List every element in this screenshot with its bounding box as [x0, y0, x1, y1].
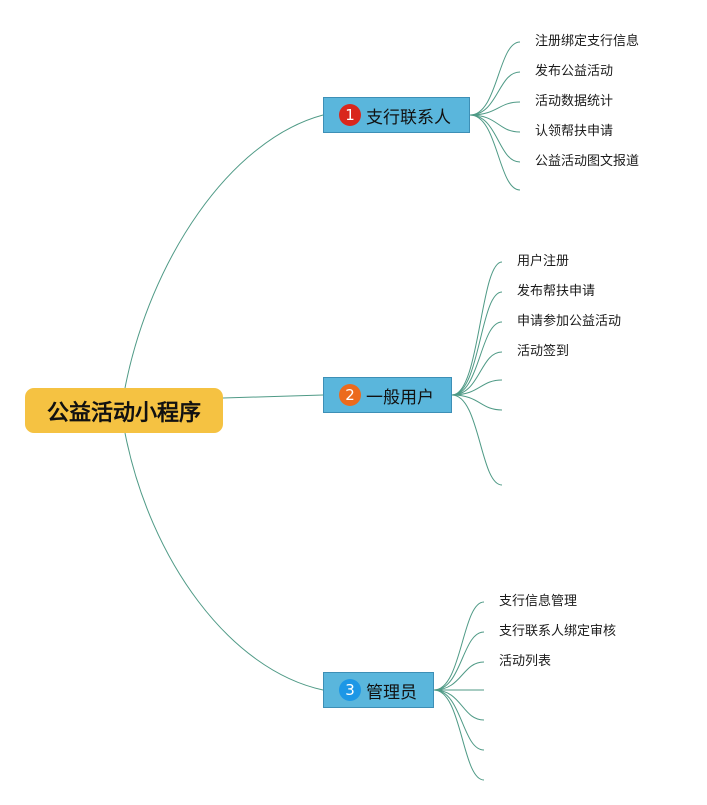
leaf-node[interactable]: 支行信息管理 — [499, 594, 578, 609]
connector-b1-leaf-4 — [469, 114, 521, 133]
connector-b2-empty-3 — [451, 394, 503, 486]
branch-label: 一般用户 — [366, 387, 434, 408]
connector-b1-leaf-2 — [469, 71, 521, 116]
connector-b3-leaf-2 — [433, 631, 485, 691]
leaf-node[interactable]: 发布公益活动 — [535, 64, 614, 79]
connector-b2-empty-2 — [451, 394, 503, 411]
leaf-node[interactable]: 公益活动图文报道 — [535, 154, 640, 169]
leaf-node[interactable]: 发布帮扶申请 — [517, 284, 596, 299]
branch-node-1[interactable]: 1 支行联系人 — [323, 97, 470, 133]
number-badge-1-icon: 1 — [339, 104, 361, 126]
leaf-node[interactable]: 活动列表 — [499, 654, 552, 669]
connector-root-branch-3 — [124, 432, 324, 691]
connector-b2-empty-1 — [451, 379, 503, 396]
connector-b2-leaf-3 — [451, 321, 503, 396]
connector-b2-leaf-1 — [451, 261, 503, 396]
connector-b1-leaf-5 — [469, 114, 521, 163]
number-badge-2-icon: 2 — [339, 384, 361, 406]
connector-b3-empty-3 — [433, 689, 485, 751]
leaf-node[interactable]: 认领帮扶申请 — [535, 124, 614, 139]
connector-b1-empty-1 — [469, 114, 521, 191]
connector-b1-leaf-3 — [469, 101, 521, 116]
connector-b2-leaf-4 — [451, 351, 503, 396]
leaf-node[interactable]: 支行联系人绑定审核 — [499, 624, 617, 639]
connector-b3-leaf-3 — [433, 661, 485, 691]
leaf-node[interactable]: 活动数据统计 — [535, 94, 614, 109]
leaf-node[interactable]: 用户注册 — [517, 254, 570, 269]
connector-b3-empty-2 — [433, 689, 485, 721]
connector-root-branch-2 — [222, 394, 324, 399]
connector-b1-leaf-1 — [469, 41, 521, 116]
connector-b3-empty-4 — [433, 689, 485, 781]
branch-node-3[interactable]: 3 管理员 — [323, 672, 434, 708]
connector-root-branch-1 — [124, 114, 324, 389]
connector-b2-leaf-2 — [451, 291, 503, 396]
root-node[interactable]: 公益活动小程序 — [25, 388, 223, 433]
connector-b3-leaf-1 — [433, 601, 485, 691]
number-badge-3-icon: 3 — [339, 679, 361, 701]
branch-label: 支行联系人 — [366, 107, 451, 128]
leaf-node[interactable]: 注册绑定支行信息 — [535, 34, 640, 49]
leaf-node[interactable]: 申请参加公益活动 — [517, 314, 622, 329]
branch-node-2[interactable]: 2 一般用户 — [323, 377, 452, 413]
leaf-node[interactable]: 活动签到 — [517, 344, 570, 359]
branch-label: 管理员 — [366, 682, 417, 703]
